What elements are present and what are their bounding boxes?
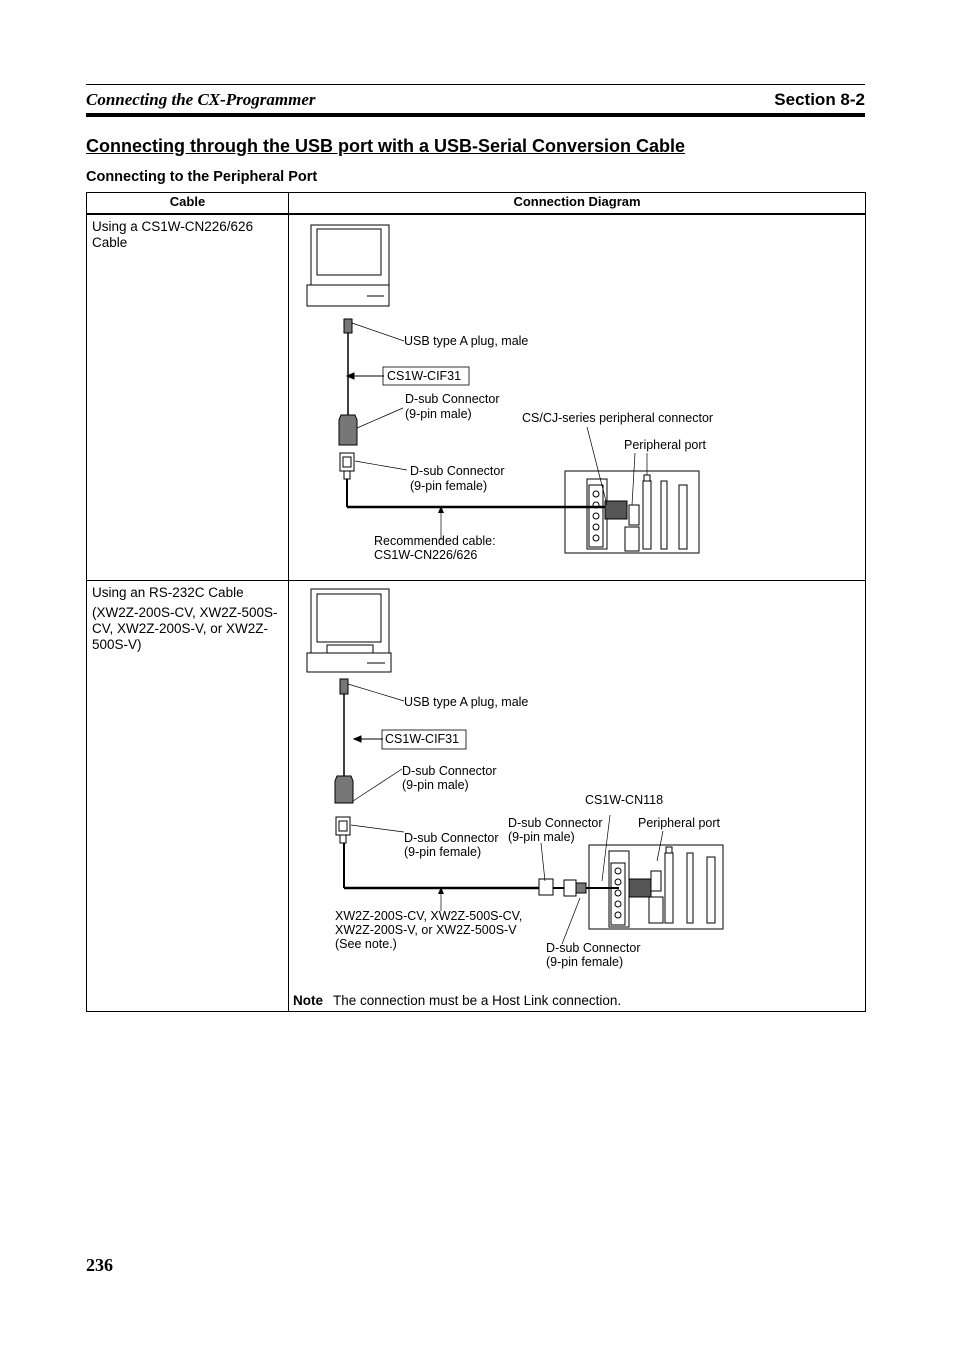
usb-plug-icon bbox=[339, 678, 349, 776]
subheading: Connecting to the Peripheral Port bbox=[86, 169, 318, 185]
note: Note The connection must be a Host Link c… bbox=[293, 993, 621, 1008]
table-row: Using an RS-232C Cable (XW2Z-200S-CV, XW… bbox=[86, 580, 866, 1012]
page-heading: Connecting through the USB port with a U… bbox=[86, 136, 686, 156]
diagram-cell: CS1W-CIF31 USB type A plug, male D-sub C… bbox=[288, 580, 866, 1012]
label-dsub-female-1: D-sub Connector bbox=[410, 464, 505, 478]
col-header-cable: Cable bbox=[86, 192, 289, 215]
dsub-female-icon bbox=[339, 452, 619, 509]
label-dsub-male-1: D-sub Connector bbox=[405, 392, 500, 406]
label-recommended-1: Recommended cable: bbox=[374, 534, 496, 548]
page-number: 236 bbox=[86, 1255, 113, 1275]
label-dsub-male-b2: (9-pin male) bbox=[508, 830, 575, 844]
header-top-rule bbox=[86, 84, 865, 85]
leader-lines-plc bbox=[586, 426, 648, 506]
arrow-left-icon bbox=[352, 735, 383, 743]
note-text: The connection must be a Host Link conne… bbox=[333, 993, 622, 1008]
label-cscj-connector: CS/CJ-series peripheral connector bbox=[522, 411, 713, 425]
arrow-left-icon bbox=[345, 372, 384, 380]
chapter-title: Connecting the CX-Programmer bbox=[86, 90, 316, 109]
leader-lines bbox=[347, 683, 664, 945]
usb-plug-icon bbox=[343, 318, 353, 415]
label-peripheral-port: Peripheral port bbox=[638, 816, 721, 830]
label-usb-plug: USB type A plug, male bbox=[404, 695, 528, 709]
section-number: Section 8-2 bbox=[774, 90, 865, 109]
label-usb-plug: USB type A plug, male bbox=[404, 334, 528, 348]
label-dsub-male-2: (9-pin male) bbox=[402, 778, 469, 792]
dsub-female-icon bbox=[335, 816, 539, 890]
label-xw-2: XW2Z-200S-V, or XW2Z-500S-V bbox=[335, 923, 517, 937]
cable-models: (XW2Z-200S-CV, XW2Z-500S-CV, XW2Z-200S-V… bbox=[92, 605, 278, 652]
label-dsub-female-b1: D-sub Connector bbox=[546, 941, 641, 955]
label-peripheral-port: Peripheral port bbox=[624, 438, 707, 452]
label-dsub-female-1: D-sub Connector bbox=[404, 831, 499, 845]
dsub-male-icon bbox=[334, 775, 354, 804]
note-label: Note bbox=[293, 993, 323, 1008]
connection-table: Cable Connection Diagram Using a CS1W-CN… bbox=[86, 192, 866, 1012]
label-dsub-female-2: (9-pin female) bbox=[410, 479, 487, 493]
label-recommended-2: CS1W-CN226/626 bbox=[374, 548, 477, 562]
label-dsub-male-1: D-sub Connector bbox=[402, 764, 497, 778]
connection-diagram-1: CS1W-CIF31 USB type A plug, male D-sub C… bbox=[306, 224, 713, 562]
computer-icon bbox=[306, 588, 392, 673]
label-dsub-male-b1: D-sub Connector bbox=[508, 816, 603, 830]
cable-cell: Using an RS-232C Cable (XW2Z-200S-CV, XW… bbox=[86, 580, 289, 1012]
label-xw-3: (See note.) bbox=[335, 937, 397, 951]
diagram-cell: CS1W-CIF31 USB type A plug, male D-sub C… bbox=[288, 213, 866, 581]
label-box bbox=[381, 729, 467, 750]
plc-icon bbox=[564, 470, 700, 554]
connection-diagram-2: CS1W-CIF31 USB type A plug, male D-sub C… bbox=[306, 588, 724, 969]
cable-description: Using an RS-232C Cable bbox=[92, 585, 244, 600]
col-header-diagram: Connection Diagram bbox=[288, 192, 866, 215]
computer-icon bbox=[306, 224, 390, 307]
plc-icon bbox=[588, 844, 724, 930]
label-dsub-male-2: (9-pin male) bbox=[405, 407, 472, 421]
leader-lines bbox=[351, 322, 442, 540]
label-xw-1: XW2Z-200S-CV, XW2Z-500S-CV, bbox=[335, 909, 522, 923]
label-cif: CS1W-CIF31 bbox=[385, 732, 459, 746]
table-header-row: Cable Connection Diagram bbox=[86, 192, 866, 215]
dsub-male-icon bbox=[338, 414, 358, 446]
cable-cell: Using a CS1W-CN226/626 Cable bbox=[86, 213, 289, 581]
label-cif: CS1W-CIF31 bbox=[387, 369, 461, 383]
label-dsub-female-b2: (9-pin female) bbox=[546, 955, 623, 969]
label-cn118: CS1W-CN118 bbox=[585, 793, 663, 807]
arrow-up-icon bbox=[438, 506, 444, 513]
label-dsub-female-2: (9-pin female) bbox=[404, 845, 481, 859]
table-row: Using a CS1W-CN226/626 Cable bbox=[86, 213, 866, 581]
cable-description: Using a CS1W-CN226/626 Cable bbox=[92, 219, 254, 250]
cn118-adapter-icon bbox=[538, 878, 619, 897]
label-box bbox=[382, 366, 470, 386]
arrow-up-icon bbox=[438, 887, 444, 894]
header-bottom-rule bbox=[86, 113, 865, 117]
